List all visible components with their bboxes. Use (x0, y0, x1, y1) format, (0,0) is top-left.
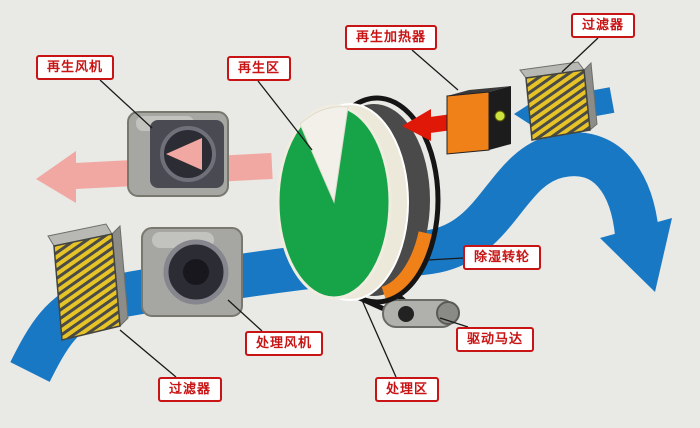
wheel-regen-sector (299, 106, 349, 204)
leader-lines (99, 37, 599, 378)
label-regen-fan: 再生风机 (36, 55, 115, 80)
label-filter-top: 过滤器 (571, 13, 636, 38)
filter-bottom-left-component (47, 223, 129, 341)
label-process-fan: 处理风机 (245, 331, 324, 356)
drive-motor-component (353, 292, 460, 328)
leader-wheel (427, 257, 464, 261)
heater-top-face (447, 86, 511, 96)
filter-bl-front-face (53, 233, 121, 341)
label-dehumidifier-wheel: 除湿转轮 (463, 245, 542, 270)
drive-pulley (398, 306, 414, 322)
desiccant-wheel-component (276, 95, 441, 305)
regen-exhaust-arrowhead (36, 151, 76, 203)
label-regen-heater: 再生加热器 (345, 25, 438, 50)
regen-fan-component (127, 111, 229, 197)
leader-filter-bottom (119, 329, 177, 378)
heater-front-face (446, 91, 490, 155)
process-air-arrowhead (600, 218, 672, 292)
leader-regen-fan (99, 79, 153, 129)
leader-process-zone (361, 299, 397, 378)
label-regen-zone: 再生区 (227, 56, 292, 81)
label-process-zone: 处理区 (375, 377, 440, 402)
filter-top-right-component (519, 61, 598, 141)
process-fan-hub (183, 259, 209, 285)
regen-heater-component (446, 86, 511, 155)
label-drive-motor: 驱动马达 (456, 327, 535, 352)
filter-tr-front-face (525, 69, 591, 141)
process-fan-component (141, 227, 243, 317)
hot-air-arrowhead (402, 109, 431, 141)
wheel-heated-arc (381, 231, 434, 302)
leader-process-fan (227, 299, 263, 332)
label-filter-bottom: 过滤器 (158, 377, 223, 402)
leader-filter-top (561, 37, 599, 73)
leader-drive-motor (439, 317, 469, 328)
regen-fan-exhaust-arrowhead (166, 138, 202, 170)
leader-regen-heater (411, 49, 459, 91)
leader-regen-zone (257, 80, 313, 151)
heater-indicator-light (494, 110, 506, 122)
